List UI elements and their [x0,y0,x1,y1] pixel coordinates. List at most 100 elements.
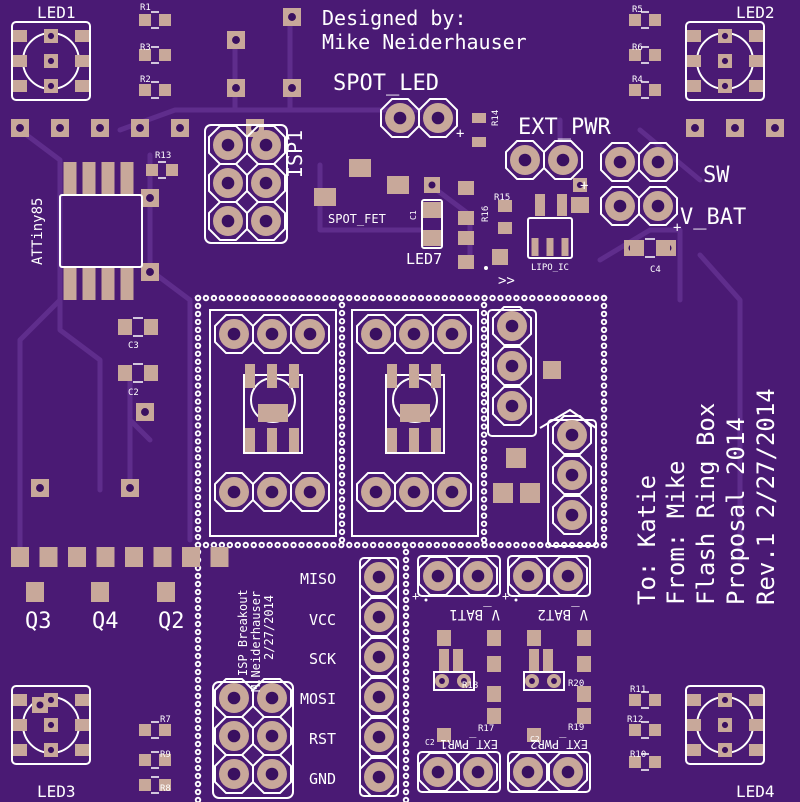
frame-div-a-dot-hole-24 [340,498,344,501]
lipo-ic-pin-2 [561,238,569,256]
r1-pad-a [139,14,151,26]
via-r13-hole [146,194,154,202]
via-fet-hole [428,181,436,189]
frame-div-a-dot-hole-16 [340,433,344,436]
frame-div-a-dot-hole-12 [340,400,344,404]
c1-pad-top [423,202,441,218]
frame-left-low-dot-hole-27 [196,766,200,770]
vbat-plus: + [673,220,681,236]
frame-div-b-dot-hole-3 [482,328,486,331]
led3-footprint-outline [11,685,91,765]
frame-mid-dot-hole-10 [276,543,279,547]
frame-right-dot-hole-0 [602,296,606,300]
frame-div-c-dot-hole-14 [404,662,408,666]
batt-module-2-dot [514,598,518,602]
right-header-b-oct-0 [552,415,592,455]
isp-breakout-socket-outline [212,681,294,799]
frame-div-c-dot-hole-15 [404,670,408,674]
frame-top-dot-hole-31 [443,296,447,300]
frame-right-dot-hole-18 [602,440,606,443]
mirror-c-label-2: C2 [530,735,540,744]
frame-div-a-dot-hole-1 [340,311,344,315]
via-left-hole [36,484,44,492]
frame-mid-dot-hole-3 [220,543,224,547]
frame-left-low-dot-hole-28 [196,774,200,778]
frame-mid-dot-hole-21 [363,543,367,547]
batt-plus-1: + [412,589,419,603]
batt-module-1-diode-outline [433,671,475,691]
frame-left-dot-hole-28 [196,519,200,523]
frame-left-dot-hole-29 [196,527,200,531]
frame-div-c-dot-hole-24 [404,742,408,746]
led1-footprint-left-pad-2 [13,80,27,92]
led7-pad-c [458,231,474,245]
right-smd-a [506,448,526,468]
r13-pad-a [146,164,158,176]
batt-module-1-bot-oct-1 [458,752,498,792]
frame-div-b-dot-hole-15 [482,425,486,428]
frame-top-dot-hole-10 [276,296,279,300]
mirror-c-label-1: C2 [425,738,435,747]
frame-div-a-dot-hole-8 [340,368,344,372]
batt-plus-2: + [502,589,509,603]
batt-module-2-bot-pin-0-hole [521,765,535,779]
frame-mid-dot-hole-19 [347,543,351,547]
frame-top-dot-hole-9 [268,296,271,300]
frame-div-c-dot-hole-10 [404,630,408,634]
frame-div-c-dot-hole-17 [404,686,408,690]
frame-mid-dot-hole-26 [403,543,407,547]
frame-div-c-dot-hole-4 [404,582,408,586]
led1-footprint-mid-pad-1-hole [47,57,55,65]
r15-pad-b [498,222,512,234]
r13-label: R13 [155,151,171,161]
frame-div-b-dot-hole-10 [482,384,486,388]
frame-top-dot-hole-8 [260,296,263,300]
r2-pad-b [159,84,171,96]
isp-breakout-title: ISP Breakout [236,589,250,676]
lipo-ic-pin-0 [531,238,539,256]
lipo-ic-tab-b [557,194,567,216]
r11-label: R11 [630,685,646,695]
led4-footprint-left-pad-2 [687,744,701,756]
socket-b-top-header-outline-2 [432,314,472,354]
batt-module-1-top-oct-1 [458,556,498,596]
frame-div-c-dot-hole-26 [404,758,408,762]
sw-label: SW [703,163,730,188]
mirrored-vbat2: V_BAT2 [537,606,588,622]
spot-led-header-outline-1 [418,98,458,138]
led2-footprint-right-pad-2 [749,80,763,92]
led4-footprint-right-pad-2 [749,744,763,756]
led2-footprint-left-pad-0 [687,30,701,42]
attiny-pin-bot-0 [63,268,77,300]
frame-div-b-dot-hole-14 [482,417,486,420]
socket-a-bot-header-pad-2-hole [303,485,317,499]
frame-mid-dot-hole-22 [371,543,375,547]
frame-div-b-dot-hole-18 [482,449,486,453]
frame-mid-dot-hole-32 [451,543,455,547]
frame-div-c-dot-hole-3 [404,574,408,578]
socket-a-chip-pin-bot-1 [267,428,277,452]
frame-right-dot-hole-20 [602,456,606,459]
batt-module-2-smd-d [543,649,553,671]
socket-a-chip-pin-bot-0 [245,428,255,452]
batt-module-2-smd-c [529,649,539,671]
batt-module-1-diode-pin-b-hole [461,678,467,684]
socket-b-chip-pin-bot-1 [409,428,419,452]
frame-div-c-dot-hole-29 [404,782,408,786]
batt-module-2-diode-pin-b-hole [551,678,557,684]
frame-mid-dot-hole-0 [196,543,200,547]
c4-pad-a [630,240,644,256]
r8-label: R8 [160,784,171,794]
frame-right-dot-hole-5 [602,336,606,340]
frame-div-c-dot-hole-31 [404,798,408,802]
frame-left-low-dot-hole-11 [196,638,200,642]
led1-footprint-right-pad-1 [75,55,89,67]
r19-label: R19 [568,723,584,733]
right-header-a-oct-1 [492,346,532,386]
mirrored-vbat1: V_BAT1 [449,606,500,622]
frame-div-c-dot-hole-7 [404,606,408,610]
frame-left-low-dot-hole-7 [196,606,200,610]
frame-mid-dot-hole-39 [507,543,510,547]
frame-div-b-dot-hole-4 [482,336,486,339]
socket-b-chip-pin-top-2 [431,364,441,388]
